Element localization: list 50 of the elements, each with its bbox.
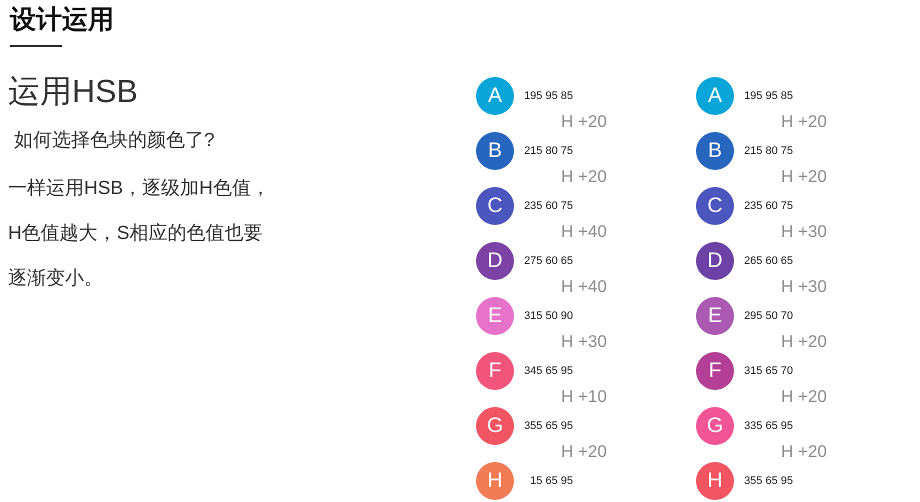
hue-increment-label: H +30 <box>781 222 827 242</box>
hue-increment-label: H +20 <box>781 332 827 352</box>
color-circle: H <box>696 462 734 500</box>
section-heading: 运用HSB <box>8 72 138 110</box>
color-circle: A <box>696 77 734 115</box>
hsb-value: 315 65 70 <box>744 364 793 378</box>
hsb-value: 315 50 90 <box>524 309 573 323</box>
hue-increment-label: H +30 <box>781 277 827 297</box>
hue-increment-label: H +20 <box>561 442 607 462</box>
color-circle: B <box>696 132 734 170</box>
color-circle: E <box>476 297 514 335</box>
hue-increment-label: H +20 <box>561 112 607 132</box>
color-circle: H <box>476 462 514 500</box>
hue-increment-label: H +10 <box>561 387 607 407</box>
hsb-value: 275 60 65 <box>524 254 573 268</box>
color-circle: F <box>476 352 514 390</box>
question-text: 如何选择色块的颜色了? <box>14 129 215 153</box>
hsb-value: 295 50 70 <box>744 309 793 323</box>
hsb-value: 215 80 75 <box>744 144 793 158</box>
color-circle: D <box>476 242 514 280</box>
hsb-value: 235 60 75 <box>524 199 573 213</box>
hsb-value: 235 60 75 <box>744 199 793 213</box>
hsb-value: 195 95 85 <box>524 89 573 103</box>
color-circle: D <box>696 242 734 280</box>
color-circle: C <box>476 187 514 225</box>
color-circle: B <box>476 132 514 170</box>
hue-increment-label: H +20 <box>781 442 827 462</box>
color-circle: G <box>696 407 734 445</box>
hsb-value: 335 65 95 <box>744 419 793 433</box>
hue-increment-label: H +40 <box>561 277 607 297</box>
hue-increment-label: H +20 <box>781 387 827 407</box>
hue-increment-label: H +40 <box>561 222 607 242</box>
hsb-value: 195 95 85 <box>744 89 793 103</box>
hsb-value: 355 65 95 <box>524 419 573 433</box>
hue-increment-label: H +20 <box>781 112 827 132</box>
body-paragraph: 一样运用HSB，逐级加H色值，H色值越大，S相应的色值也要逐渐变小。 <box>8 177 271 291</box>
hue-increment-label: H +30 <box>561 332 607 352</box>
hue-increment-label: H +20 <box>781 167 827 187</box>
hsb-value: 15 65 95 <box>530 474 573 488</box>
hsb-value: 215 80 75 <box>524 144 573 158</box>
hsb-value: 265 60 65 <box>744 254 793 268</box>
color-circle: C <box>696 187 734 225</box>
color-circle: A <box>476 77 514 115</box>
color-circle: F <box>696 352 734 390</box>
hsb-value: 345 65 95 <box>524 364 573 378</box>
hue-increment-label: H +20 <box>561 167 607 187</box>
page-title: 设计运用 <box>10 3 114 35</box>
color-circle: E <box>696 297 734 335</box>
hsb-value: 355 65 95 <box>744 474 793 488</box>
color-circle: G <box>476 407 514 445</box>
